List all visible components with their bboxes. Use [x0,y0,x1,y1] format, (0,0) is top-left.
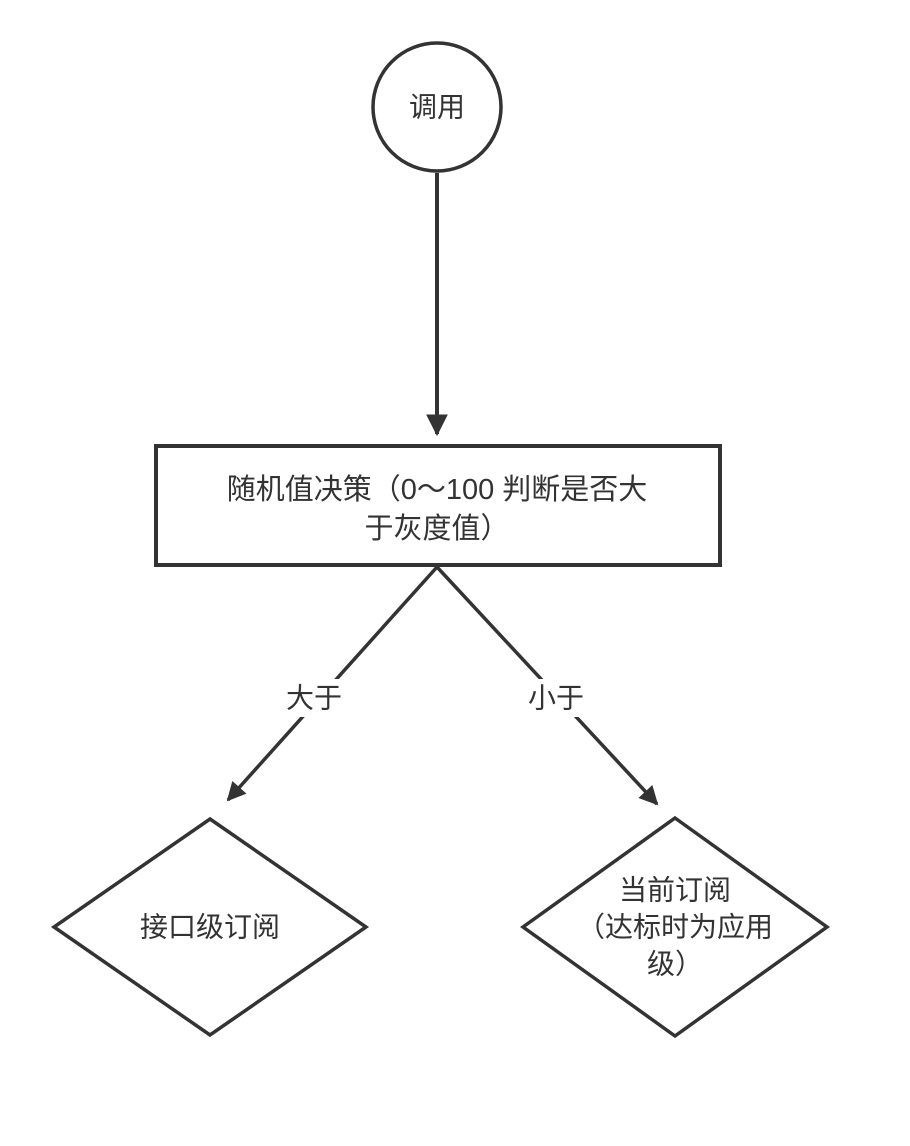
right-outcome-node-diamond [519,815,831,1039]
start-node-circle [371,41,503,173]
edge-label-less-bg [524,679,588,717]
decision-node-rect [154,444,722,567]
right-outcome-node-label-line1: 当前订阅 [619,875,731,906]
right-outcome-node-label-line3: 级） [647,949,703,980]
edge-label-less: 小于 [528,683,584,714]
decision-node-label-line2: 于灰度值） [364,512,509,545]
right-outcome-node-label-line2: （达标时为应用 [577,912,773,943]
start-node-label: 调用 [409,92,465,123]
left-outcome-node-label: 接口级订阅 [140,912,280,943]
edge-label-greater: 大于 [286,683,342,714]
edge-label-greater-bg [282,679,346,717]
left-outcome-node-diamond [50,816,370,1038]
decision-node-label-line1: 随机值决策（0～100 判断是否大 [227,473,648,506]
